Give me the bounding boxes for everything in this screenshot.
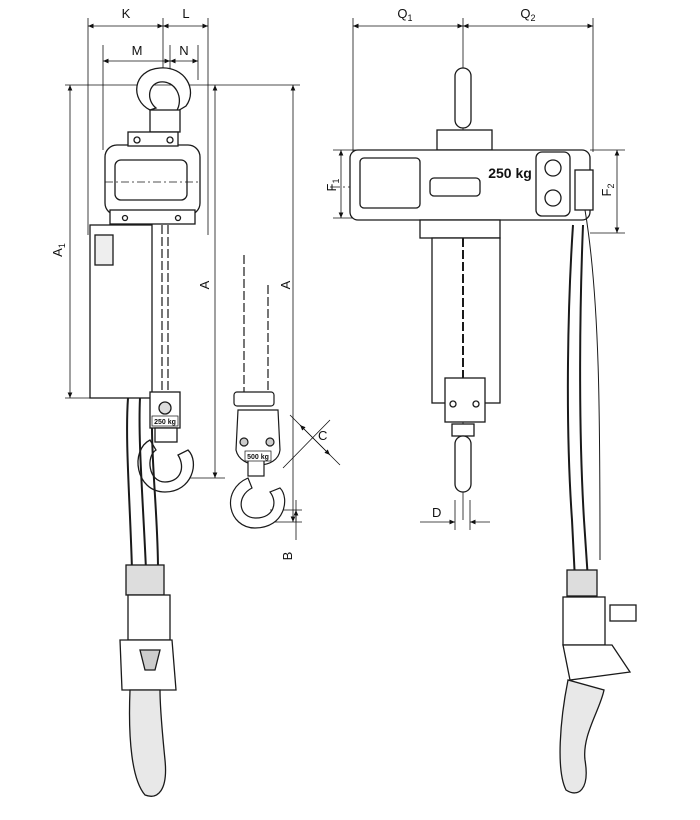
svg-text:B: B [280,552,295,561]
svg-text:A1: A1 [50,243,67,257]
label-L: L [182,6,189,21]
label-A-right: A [278,280,293,289]
bottom-hook [137,439,195,493]
svg-text:F2: F2 [599,184,616,197]
label-C: C [318,428,327,443]
dimension-labels: K L M N A1 A A B C D Q1 Q2 F1 F2 [50,6,616,560]
svg-text:A: A [278,280,293,289]
label-N: N [179,43,188,58]
double-fall-bottom-block [229,255,286,529]
capacity-250kg: 250 kg [488,165,532,181]
label-M: M [132,43,143,58]
air-hoses [126,397,159,590]
label-A-middle: A [197,280,212,289]
pendant-grip [128,689,167,797]
top-hook [136,67,192,113]
label-B: B [280,552,295,561]
lift-chain [161,225,169,390]
label-K: K [122,6,131,21]
badge-250kg: 250 kg [154,419,176,426]
pendant-grip-front [559,679,605,794]
label-A1: A1 [50,243,67,257]
label-Q1: Q1 [397,6,412,23]
hoist-side-view [89,67,201,797]
badge-500kg: 500 kg [247,454,269,461]
svg-text:F1: F1 [324,179,341,192]
label-Q2: Q2 [520,6,535,23]
dimension-lines-left [65,18,341,540]
label-F1: F1 [324,179,341,192]
label-D: D [432,505,441,520]
capacity-labels: 250 kg 500 kg 250 kg [151,165,532,462]
hoist-front-view [349,67,637,794]
svg-text:A: A [197,280,212,289]
label-F2: F2 [599,184,616,197]
